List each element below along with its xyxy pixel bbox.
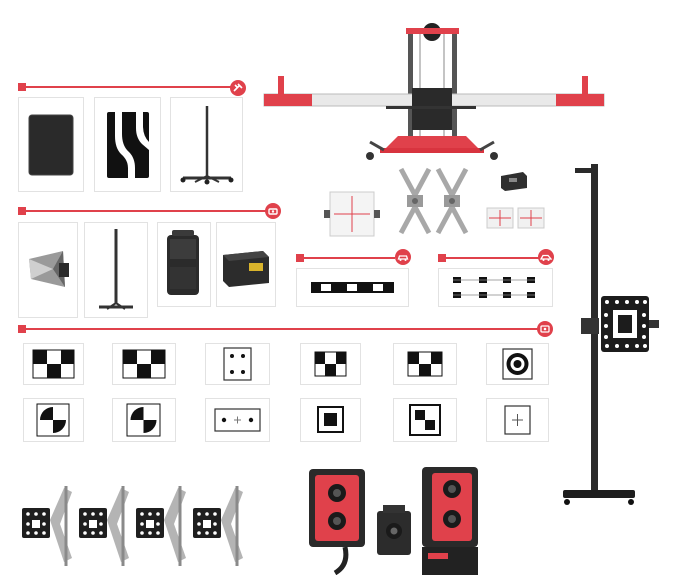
laser-target	[486, 207, 514, 229]
pole-stand-card[interactable]	[84, 222, 148, 318]
checker-square-target	[409, 404, 441, 436]
wheel-clamp	[398, 167, 432, 235]
checker-target-card[interactable]	[112, 343, 176, 385]
dot-cross-target	[214, 408, 261, 432]
section-divider	[24, 210, 266, 212]
quadrant-target-card[interactable]	[112, 398, 176, 442]
corner-reflector	[29, 251, 69, 287]
checker-target	[32, 349, 75, 379]
car-icon	[395, 249, 411, 265]
tripod-stand-card[interactable]	[170, 97, 243, 192]
circle-target	[502, 348, 533, 380]
checker-target-card[interactable]	[300, 343, 361, 385]
carbon-panel-target-card[interactable]	[18, 97, 84, 192]
checker-target	[122, 349, 166, 379]
quadrant-target-card[interactable]	[23, 398, 84, 442]
wheel-clamp-set	[22, 486, 243, 566]
section-marker	[18, 325, 26, 333]
laser-target	[517, 207, 545, 229]
tool-icon	[230, 80, 246, 96]
section-divider	[444, 257, 539, 259]
control-box	[501, 172, 527, 191]
tripod-stand	[180, 106, 234, 185]
wave-pattern-target	[107, 112, 149, 178]
dot-target	[223, 347, 252, 381]
circle-target-card[interactable]	[486, 343, 549, 385]
dot-target-card[interactable]	[205, 343, 270, 385]
checker-target	[407, 351, 443, 377]
section-marker	[18, 83, 26, 91]
camera-car-icon	[537, 321, 553, 337]
dot-cross-target-card[interactable]	[205, 398, 270, 442]
car-side-icon	[538, 249, 554, 265]
radar-box	[167, 230, 199, 295]
checker-target-card[interactable]	[23, 343, 84, 385]
carbon-panel-target	[28, 114, 74, 176]
cross-target	[504, 405, 531, 435]
checker-target	[314, 351, 347, 377]
corner-reflector-card[interactable]	[18, 222, 78, 318]
wheel-clamp	[435, 167, 469, 235]
pole-stand	[99, 229, 133, 310]
camera-sensor-right	[422, 467, 478, 575]
section-divider	[24, 328, 538, 330]
cross-target-card[interactable]	[486, 398, 549, 442]
checker-square-target-card[interactable]	[393, 398, 457, 442]
target-stand	[563, 164, 659, 505]
checker-target-card[interactable]	[393, 343, 457, 385]
section-marker	[296, 254, 304, 262]
camera-sensor-left	[309, 469, 365, 575]
radar-icon	[265, 203, 281, 219]
strip-target-single-card[interactable]	[296, 268, 409, 307]
strip-target-single	[311, 282, 394, 293]
quadrant-target	[126, 403, 161, 437]
section-divider	[24, 86, 231, 88]
strip-target-double-card[interactable]	[438, 268, 553, 307]
camera-sensor-center	[377, 505, 411, 555]
signal-simulator-box	[223, 251, 269, 287]
alignment-plate	[324, 191, 380, 237]
square-target-card[interactable]	[300, 398, 361, 442]
section-divider	[302, 257, 395, 259]
strip-target-double	[453, 277, 535, 298]
quadrant-target	[36, 403, 70, 437]
signal-simulator-box-card[interactable]	[216, 222, 276, 307]
calibration-frame	[263, 23, 605, 160]
square-target	[317, 406, 344, 433]
radar-box-card[interactable]	[157, 222, 211, 307]
wave-pattern-target-card[interactable]	[94, 97, 161, 192]
section-marker	[18, 207, 26, 215]
section-marker	[438, 254, 446, 262]
